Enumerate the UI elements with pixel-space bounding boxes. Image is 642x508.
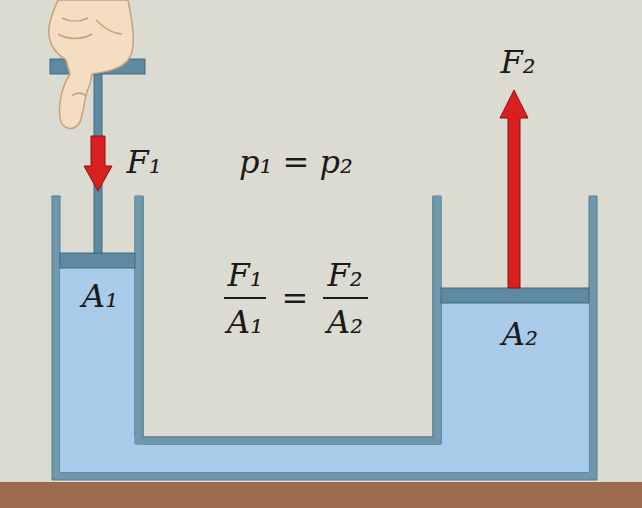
floor — [0, 482, 642, 508]
pressure-equation: p₁ = p₂ — [239, 146, 353, 178]
channel-wall — [135, 437, 441, 444]
left-inner-wall — [135, 196, 143, 444]
hand — [49, 0, 134, 128]
force-arrow-down — [84, 136, 112, 191]
small-piston — [60, 253, 135, 268]
fraction-numerator: F₂ — [327, 259, 362, 291]
wall-edge — [143, 196, 433, 437]
fraction-bar — [323, 297, 368, 299]
force-arrow-up — [500, 90, 528, 288]
area-label: A₁ — [82, 280, 118, 312]
area-label: A₂ — [502, 318, 538, 350]
fraction-bar — [224, 297, 266, 299]
fraction-denominator: A₁ — [227, 306, 263, 338]
force-label: F₂ — [500, 46, 535, 78]
channel-edge — [143, 196, 433, 437]
finger-lines — [58, 18, 122, 96]
force-label: F₁ — [126, 146, 161, 178]
wall-edges — [135, 196, 441, 444]
large-piston — [441, 288, 589, 303]
gap-ground — [143, 196, 433, 437]
right-inner-wall — [433, 196, 441, 444]
fraction-denominator: A₂ — [327, 306, 363, 338]
vessel-inner-wall — [135, 196, 441, 444]
fraction-numerator: F₁ — [227, 259, 262, 291]
equals-sign: = — [282, 282, 309, 314]
